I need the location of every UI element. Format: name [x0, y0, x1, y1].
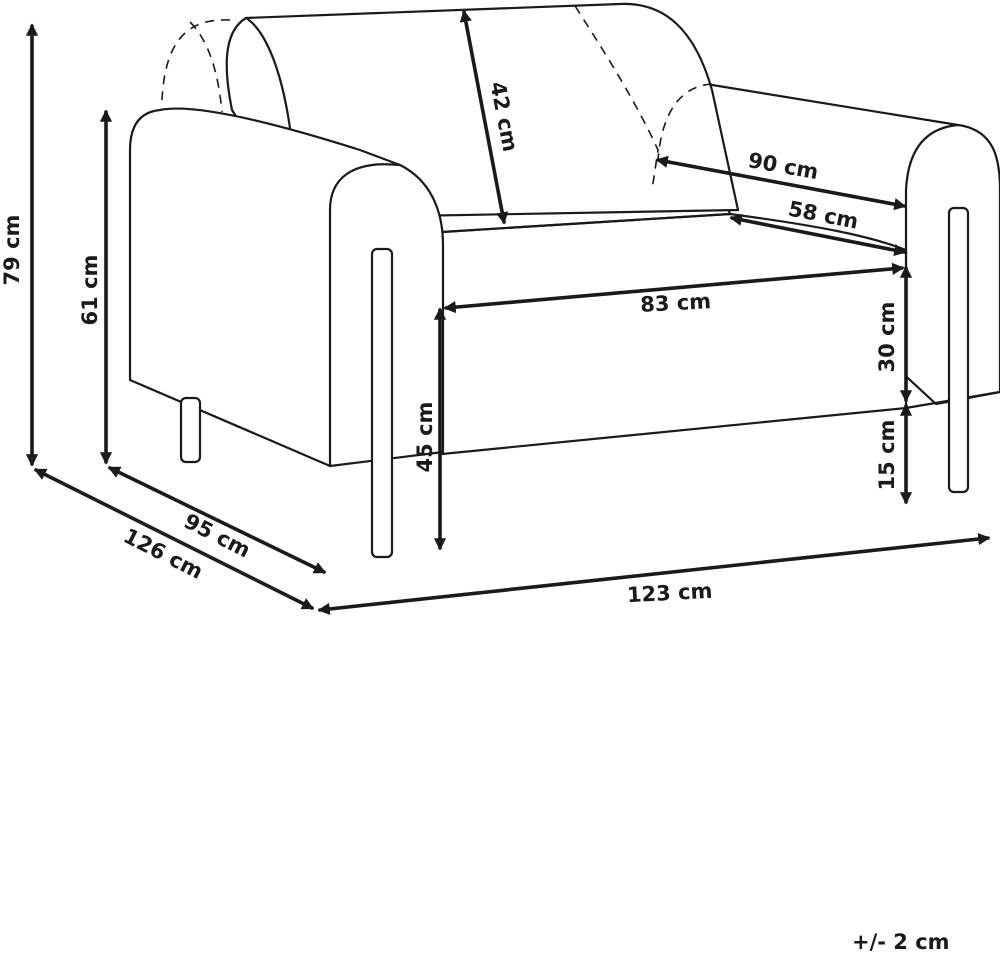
left-armrest-front: [328, 163, 402, 468]
seat-width-arrow: [443, 262, 905, 314]
tolerance-note: +/- 2 cm: [852, 930, 950, 954]
total-width-arrow: [317, 532, 991, 616]
hidden-back-edge: [161, 19, 231, 101]
left-back-leg: [179, 396, 202, 464]
seat-width-label: 83 cm: [640, 289, 712, 317]
hidden-armrest-edge: [657, 83, 713, 161]
total-height-label: 79 cm: [0, 215, 24, 286]
total-depth-arrow: [33, 468, 315, 610]
backrest-inner-fold: [244, 16, 292, 130]
left-armrest: [128, 107, 445, 468]
seat-cushion-height-label: 30 cm: [875, 302, 899, 373]
seat-height-label: 45 cm: [413, 402, 437, 473]
hidden-back-edge: [189, 21, 223, 113]
inner-depth-arrow: [655, 155, 907, 211]
left-front-leg: [370, 247, 394, 559]
arm-height-label: 61 cm: [78, 255, 102, 326]
total-width-label: 123 cm: [626, 579, 713, 607]
hidden-backrest-edge: [574, 5, 659, 191]
seat-front-top: [440, 212, 732, 234]
right-leg: [947, 206, 970, 494]
seat-base: [440, 212, 908, 456]
backrest-height-arrow: [459, 9, 509, 225]
leg-height-label: 15 cm: [875, 420, 899, 491]
armchair-illustration: [128, 2, 1000, 559]
dimension-lines: [25, 9, 991, 616]
seat-depth-arrow: [729, 213, 907, 257]
